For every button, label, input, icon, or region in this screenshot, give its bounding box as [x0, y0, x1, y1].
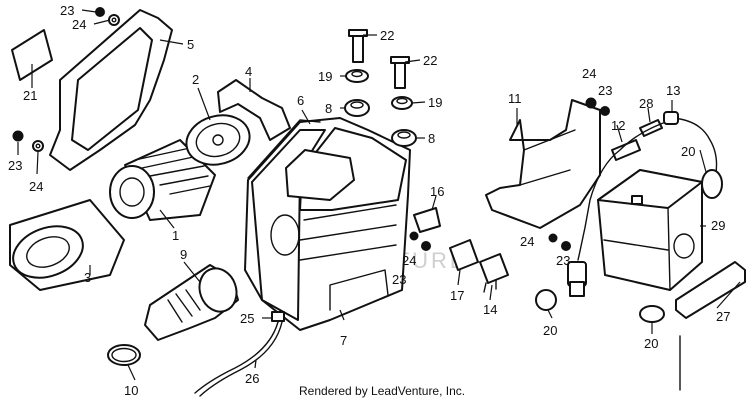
- callout-22-a: 22: [380, 28, 394, 43]
- callout-4: 4: [245, 64, 252, 79]
- callout-20-b: 20: [543, 323, 557, 338]
- callout-17: 17: [450, 288, 464, 303]
- part-3-foam-sleeve: [9, 199, 125, 291]
- part-4-clamp: [217, 79, 291, 141]
- part-8-grommet-b: [391, 129, 417, 147]
- part-20-pad-a: [701, 169, 723, 199]
- callout-23-b: 23: [8, 158, 22, 173]
- part-11-battery-bracket: [485, 99, 601, 229]
- callout-24-d: 24: [582, 66, 596, 81]
- part-6-seal: [247, 119, 321, 179]
- callout-1: 1: [172, 228, 179, 243]
- part-9-intake-tube: [144, 264, 239, 341]
- part-22-bolt-a: [348, 29, 368, 63]
- leader-lines: [17, 9, 741, 381]
- callout-23-d: 23: [598, 83, 612, 98]
- callout-3: 3: [84, 270, 91, 285]
- callout-6: 6: [297, 93, 304, 108]
- callout-26: 26: [245, 371, 259, 386]
- callout-24-b: 24: [29, 179, 43, 194]
- callout-7: 7: [340, 333, 347, 348]
- part-26-drain-tube: [194, 321, 283, 397]
- part-16-bracket: [413, 207, 441, 233]
- callout-5: 5: [187, 37, 194, 52]
- part-8-grommet-a: [344, 99, 370, 117]
- part-13-wire-harness: [567, 111, 718, 297]
- callout-8-b: 8: [428, 131, 435, 146]
- callout-27: 27: [716, 309, 730, 324]
- part-24-washer-upper-right: [585, 97, 597, 109]
- callout-14: 14: [483, 302, 497, 317]
- callout-22-b: 22: [423, 53, 437, 68]
- part-20-pad-b: [535, 289, 557, 311]
- part-25-drain-clip: [271, 311, 285, 322]
- part-1-air-element: [109, 139, 216, 221]
- part-29-battery: [597, 169, 703, 291]
- callout-21: 21: [23, 88, 37, 103]
- part-27-battery-strap: [675, 261, 746, 391]
- part-23-bolt-top: [95, 7, 105, 17]
- part-24-washer-mid: [409, 231, 419, 241]
- part-5-frame: [49, 9, 173, 171]
- callout-28: 28: [639, 96, 653, 111]
- callout-labels: 23 24 5 21 23 24 2 4 6 1 3 9 10 25 26 7 …: [8, 3, 730, 398]
- part-2-cover: [185, 114, 251, 166]
- callout-20-a: 20: [681, 144, 695, 159]
- footer-credit: Rendered by LeadVenture, Inc.: [299, 384, 465, 398]
- part-24-washer-top: [108, 14, 120, 26]
- part-7-air-case: [244, 117, 411, 331]
- callout-29: 29: [711, 218, 725, 233]
- callout-10: 10: [124, 383, 138, 398]
- part-24-washer-left: [32, 140, 44, 152]
- callout-12: 12: [611, 118, 625, 133]
- part-22-bolt-b: [390, 56, 410, 89]
- part-14-regulator: [479, 253, 509, 293]
- callout-19-a: 19: [318, 69, 332, 84]
- callout-23-c: 23: [392, 272, 406, 287]
- callout-11: 11: [508, 91, 522, 106]
- part-20-pad-c: [639, 305, 665, 323]
- part-24-washer-lower-right: [548, 233, 558, 243]
- callout-8-a: 8: [325, 101, 332, 116]
- part-19-collar-a: [345, 69, 369, 83]
- callout-13: 13: [666, 83, 680, 98]
- part-10-band: [107, 344, 141, 366]
- part-23-bolt-left: [12, 130, 24, 142]
- part-12-fuse-clip: [611, 139, 641, 161]
- callout-2: 2: [192, 72, 199, 87]
- part-17-relay: [449, 239, 479, 271]
- callout-24-a: 24: [72, 17, 86, 32]
- callout-16: 16: [430, 184, 444, 199]
- part-23-nut-lower-right: [561, 241, 571, 251]
- callout-9: 9: [180, 247, 187, 262]
- callout-19-b: 19: [428, 95, 442, 110]
- callout-23-e: 23: [556, 253, 570, 268]
- part-19-collar-b: [391, 96, 413, 110]
- callout-25: 25: [240, 311, 254, 326]
- part-23-nut-upper-right: [600, 106, 610, 116]
- part-23-nut-mid: [421, 241, 431, 251]
- callout-24-c: 24: [402, 253, 416, 268]
- callout-24-e: 24: [520, 234, 534, 249]
- part-21-pad: [11, 29, 53, 81]
- callout-20-c: 20: [644, 336, 658, 351]
- callout-23-a: 23: [60, 3, 74, 18]
